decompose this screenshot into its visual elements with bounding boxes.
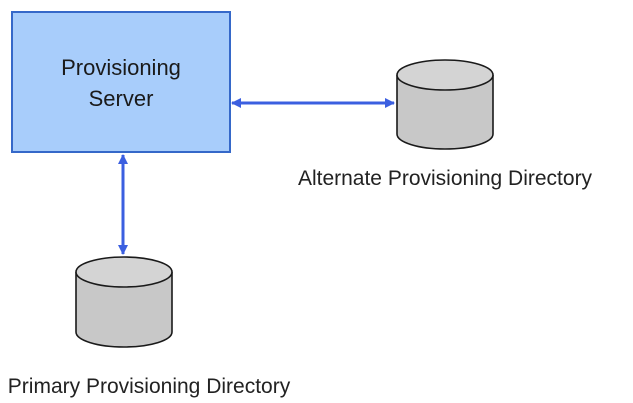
- alternate-directory-node: Alternate Provisioning Directory: [298, 59, 593, 190]
- provisioning-server-box: [11, 11, 231, 153]
- primary-directory-label: Primary Provisioning Directory: [8, 375, 291, 398]
- provisioning-server-node: Provisioning Server: [11, 11, 231, 153]
- database-cylinder-icon: [396, 59, 494, 150]
- database-cylinder-icon: [75, 256, 173, 348]
- provisioning-server-label-line2: Server: [89, 86, 154, 111]
- alternate-directory-label: Alternate Provisioning Directory: [298, 167, 593, 190]
- provisioning-server-label-line1: Provisioning: [61, 55, 181, 80]
- primary-directory-node: Primary Provisioning Directory: [8, 256, 291, 398]
